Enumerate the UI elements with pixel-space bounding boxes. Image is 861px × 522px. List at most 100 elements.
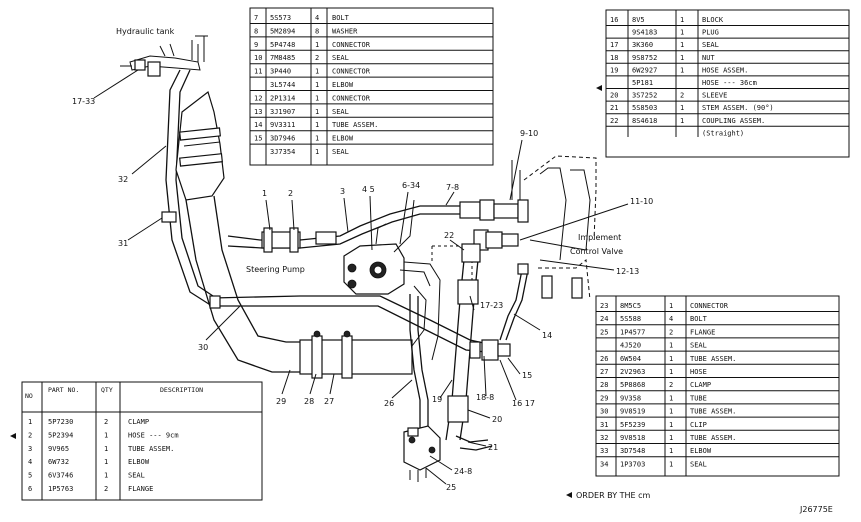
label-steering-pump: Steering Pump — [246, 265, 305, 274]
callout-4-5: 4 5 — [362, 185, 375, 194]
table-cell-part: 5S8503 — [632, 104, 657, 112]
table-cell-no: 33 — [600, 447, 608, 455]
table-cell-no: 7 — [254, 14, 258, 22]
table-cell-no: 4 — [28, 458, 32, 466]
table-cell-no: 12 — [254, 94, 262, 102]
callout-15: 15 — [522, 371, 532, 380]
marker-triangle-right — [596, 85, 602, 91]
table-cell-qty: 4 — [669, 315, 673, 323]
tbl-hdr-qty: QTY — [101, 386, 113, 394]
table-cell-qty: 1 — [680, 104, 684, 112]
table-cell-part: 5P7230 — [48, 418, 73, 426]
table-cell-qty: 1 — [669, 421, 673, 429]
table-cell-no: 11 — [254, 68, 262, 76]
table-cell-part: 4J520 — [620, 342, 641, 350]
table-cell-desc: ELBOW — [690, 447, 712, 455]
callout-1: 1 — [262, 189, 267, 198]
fitting-9-10 — [459, 199, 529, 223]
table-cell-no: 14 — [254, 121, 262, 129]
table-cell-no: 21 — [610, 104, 618, 112]
table-cell-qty: 1 — [669, 447, 673, 455]
table-cell-no: 3 — [28, 445, 32, 453]
table-cell-qty: 1 — [315, 121, 319, 129]
table-cell-no: 15 — [254, 135, 262, 143]
label-hydraulic-tank: Hydraulic tank — [116, 27, 175, 36]
table-cell-no: 19 — [610, 66, 618, 74]
callout-19: 19 — [432, 395, 442, 404]
steering-pump — [343, 199, 441, 361]
table-cell-part: 9V358 — [620, 394, 641, 402]
table-cell-qty: 4 — [315, 14, 319, 22]
table-cell-desc: TUBE ASSEM. — [332, 121, 378, 129]
table-cell-desc: BOLT — [332, 14, 350, 22]
table-cell-no: 30 — [600, 408, 608, 416]
table-cell-desc: WASHER — [332, 27, 358, 35]
callout-2: 2 — [288, 189, 293, 198]
table-cell-desc: CLAMP — [128, 418, 149, 426]
table-cell-desc: FLANGE — [690, 328, 715, 336]
table-cell-desc: SEAL — [332, 54, 349, 62]
table-cell-desc: NUT — [702, 54, 715, 62]
table-cell-qty: 1 — [669, 408, 673, 416]
table-cell-qty: 2 — [669, 328, 673, 336]
table-cell-part: 3J1907 — [270, 108, 295, 116]
table-cell-qty: 1 — [669, 355, 673, 363]
callout-22: 22 — [444, 231, 454, 240]
table-cell-qty: 1 — [315, 81, 319, 89]
table-cell-part: 3J7354 — [270, 148, 295, 156]
table-cell-part: 9V8518 — [620, 434, 645, 442]
table-cell-desc: BOLT — [690, 315, 708, 323]
table-cell-no: 22 — [610, 117, 618, 125]
flange-25 — [403, 425, 441, 482]
tube-32 — [165, 69, 217, 307]
table-cell-no: 1 — [28, 418, 32, 426]
callout-7-8: 7-8 — [446, 183, 459, 192]
table-cell-part: 5M2894 — [270, 27, 295, 35]
table-cell-desc: (Straight) — [702, 129, 744, 137]
table-cell-desc: FLANGE — [128, 485, 153, 493]
table-cell-part: 3P440 — [270, 68, 291, 76]
table-cell-desc: PLUG — [702, 29, 719, 37]
table-cell-desc: HOSE — [690, 368, 707, 376]
suction-hose-upper — [175, 90, 225, 201]
table-cell-no: 32 — [600, 434, 608, 442]
callout-26: 26 — [384, 399, 394, 408]
tbl-hdr-part: PART NO. — [48, 386, 79, 394]
table-cell-desc: SEAL — [702, 41, 719, 49]
table-cell-part: 1P4577 — [620, 328, 645, 336]
callout-17-33: 17-33 — [72, 97, 95, 106]
table-cell-part: 3L5744 — [270, 81, 295, 89]
table-cell-part: 5S588 — [620, 315, 641, 323]
table-cell-part: 6W2927 — [632, 66, 657, 74]
table-cell-desc: CONNECTOR — [332, 68, 371, 76]
callout-18-8: 18-8 — [476, 393, 494, 402]
table-cell-desc: ELBOW — [332, 81, 354, 89]
table-cell-part: 9S4183 — [632, 29, 657, 37]
table-cell-qty: 1 — [315, 41, 319, 49]
callout-25: 25 — [446, 483, 456, 492]
table-cell-no: 24 — [600, 315, 608, 323]
callout-6-34: 6-34 — [402, 181, 420, 190]
table-cell-part: 9V3311 — [270, 121, 295, 129]
table-cell-qty: 1 — [104, 431, 108, 439]
fitting-11-10 — [473, 229, 519, 251]
callout-20: 20 — [492, 415, 502, 424]
table-cell-qty: 1 — [669, 342, 673, 350]
table-cell-desc: TUBE ASSEM. — [690, 355, 736, 363]
clip-31 — [161, 211, 177, 223]
table-cell-part: 9V965 — [48, 445, 69, 453]
table-cell-desc: TUBE ASSEM. — [128, 445, 174, 453]
leader-lines — [93, 69, 629, 485]
table-cell-desc: SEAL — [332, 108, 349, 116]
callout-12-13: 12-13 — [616, 267, 639, 276]
table-cell-desc: SEAL — [128, 472, 145, 480]
control-valve — [511, 155, 597, 301]
table-cell-no: 20 — [610, 92, 618, 100]
table-cell-part: 9V8519 — [620, 408, 645, 416]
hydraulic-tank-fitting — [120, 35, 208, 77]
table-cell-desc: COUPLING ASSEM. — [702, 117, 765, 125]
table-cell-qty: 1 — [680, 16, 684, 24]
table-cell-part: 5P4748 — [270, 41, 295, 49]
order-note: ORDER BY THE cm — [576, 491, 651, 500]
